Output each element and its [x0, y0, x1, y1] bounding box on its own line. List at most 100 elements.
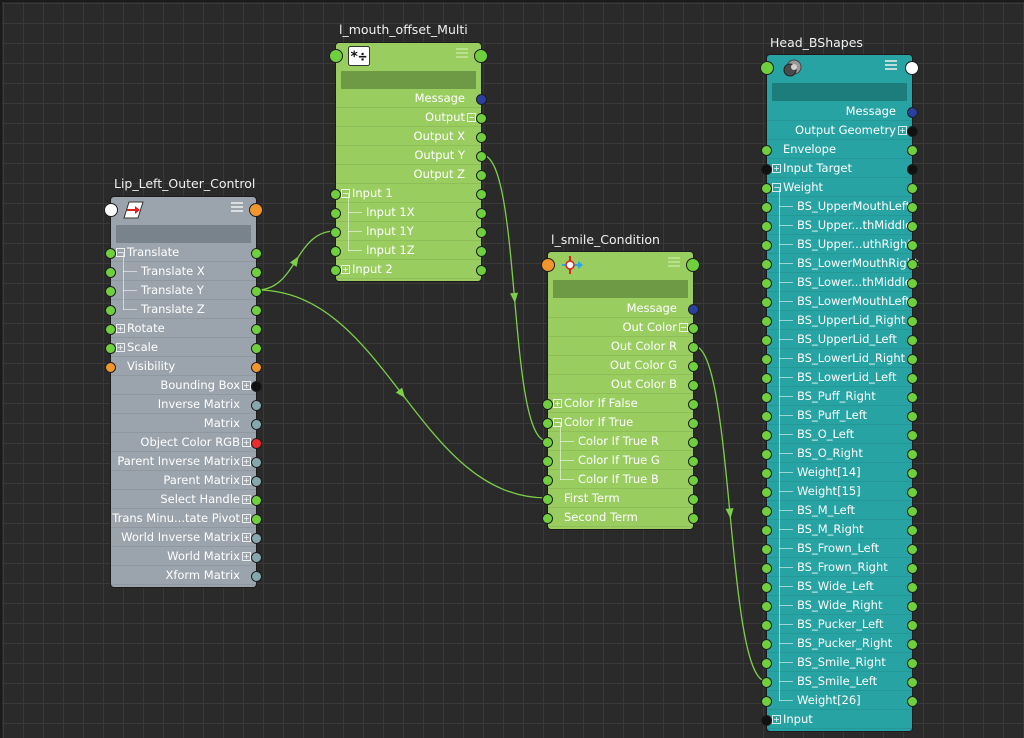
node-name-field[interactable] — [341, 71, 476, 89]
attribute-row[interactable]: Weight[14] — [761, 453, 918, 482]
output-plug[interactable] — [688, 323, 699, 334]
input-plug[interactable] — [105, 305, 116, 316]
input-plug[interactable] — [542, 418, 553, 429]
attribute-row[interactable]: BS_Upper...uthRight — [761, 225, 918, 254]
output-plug[interactable] — [907, 601, 918, 612]
node-output-plug[interactable] — [905, 61, 919, 75]
attribute-row[interactable]: Weight[15] — [761, 472, 918, 501]
output-plug[interactable] — [907, 468, 918, 479]
collapse-minus-icon[interactable]: − — [467, 113, 476, 122]
output-plug[interactable] — [907, 696, 918, 707]
attribute-row[interactable]: Translate Y — [105, 271, 262, 300]
attribute-row[interactable]: BS_Wide_Left — [761, 567, 918, 596]
input-plug[interactable] — [761, 430, 772, 441]
output-plug[interactable] — [907, 582, 918, 593]
attribute-row[interactable]: +Input — [761, 710, 912, 729]
expand-plus-icon[interactable]: + — [242, 552, 251, 561]
output-plug[interactable] — [251, 362, 262, 373]
input-plug[interactable] — [761, 639, 772, 650]
attribute-row[interactable]: −Input 1 — [330, 184, 487, 203]
output-plug[interactable] — [907, 430, 918, 441]
input-plug[interactable] — [761, 145, 772, 156]
output-plug[interactable] — [476, 94, 487, 105]
attribute-row[interactable]: Color If True B — [542, 460, 699, 489]
output-plug[interactable] — [907, 316, 918, 327]
input-plug[interactable] — [542, 437, 553, 448]
input-plug[interactable] — [761, 449, 772, 460]
attribute-row[interactable]: BS_Frown_Right — [761, 548, 918, 577]
input-plug[interactable] — [761, 677, 772, 688]
output-plug[interactable] — [907, 183, 918, 194]
attribute-row[interactable]: BS_LowerLid_Left — [761, 358, 918, 387]
attribute-row[interactable]: BS_Smile_Left — [761, 662, 918, 691]
attribute-row[interactable]: Color If True G — [542, 441, 699, 470]
node-menu-icon[interactable] — [668, 257, 680, 271]
attribute-row[interactable]: Message — [336, 89, 487, 108]
expand-plus-icon[interactable]: + — [772, 715, 781, 724]
collapse-minus-icon[interactable]: − — [679, 323, 688, 332]
attribute-row[interactable]: Output Z — [336, 165, 487, 184]
attribute-row[interactable]: +Parent Inverse Matrix — [111, 452, 262, 471]
input-plug[interactable] — [761, 582, 772, 593]
output-plug[interactable] — [907, 335, 918, 346]
expand-plus-icon[interactable]: + — [553, 399, 562, 408]
attribute-row[interactable]: Out Color R — [548, 337, 699, 356]
attribute-row[interactable]: −Output — [336, 108, 487, 127]
attribute-row[interactable]: Input 1Y — [330, 212, 487, 241]
input-plug[interactable] — [105, 286, 116, 297]
node-header[interactable] — [760, 55, 919, 80]
output-plug[interactable] — [688, 418, 699, 429]
attribute-row[interactable]: Output Y — [336, 146, 487, 165]
attribute-row[interactable]: +Input Target — [761, 159, 918, 178]
output-plug[interactable] — [688, 361, 699, 372]
attribute-row[interactable]: BS_M_Right — [761, 510, 918, 539]
attribute-row[interactable]: +Color If False — [542, 394, 699, 413]
node-menu-icon[interactable] — [231, 202, 243, 216]
expand-plus-icon[interactable]: + — [116, 324, 125, 333]
expand-plus-icon[interactable]: + — [242, 457, 251, 466]
output-plug[interactable] — [907, 620, 918, 631]
attribute-row[interactable]: BS_O_Left — [761, 415, 918, 444]
attribute-row[interactable]: Translate Z — [105, 290, 262, 319]
input-plug[interactable] — [761, 202, 772, 213]
output-plug[interactable] — [907, 411, 918, 422]
attribute-row[interactable]: BS_M_Left — [761, 491, 918, 520]
output-plug[interactable] — [251, 305, 262, 316]
node-header[interactable] — [104, 197, 263, 222]
input-plug[interactable] — [542, 513, 553, 524]
output-plug[interactable] — [688, 380, 699, 391]
input-plug[interactable] — [761, 259, 772, 270]
input-plug[interactable] — [761, 601, 772, 612]
input-plug[interactable] — [542, 494, 553, 505]
output-plug[interactable] — [251, 419, 262, 430]
attribute-row[interactable]: +Rotate — [105, 319, 262, 338]
attribute-row[interactable]: Inverse Matrix — [111, 395, 262, 414]
node-header[interactable]: *÷ — [329, 43, 488, 68]
attribute-row[interactable]: +Object Color RGB — [111, 433, 262, 452]
output-plug[interactable] — [907, 354, 918, 365]
output-plug[interactable] — [907, 221, 918, 232]
input-plug[interactable] — [761, 658, 772, 669]
output-plug[interactable] — [907, 392, 918, 403]
input-plug[interactable] — [761, 316, 772, 327]
output-plug[interactable] — [251, 533, 262, 544]
output-plug[interactable] — [907, 259, 918, 270]
attribute-row[interactable]: −Color If True — [542, 413, 699, 432]
input-plug[interactable] — [330, 227, 341, 238]
input-plug[interactable] — [761, 411, 772, 422]
attribute-row[interactable]: +Bounding Box — [111, 376, 262, 395]
output-plug[interactable] — [907, 107, 918, 118]
attribute-row[interactable]: Color If True R — [542, 422, 699, 451]
attribute-row[interactable]: Translate X — [105, 252, 262, 281]
input-plug[interactable] — [761, 392, 772, 403]
expand-plus-icon[interactable]: + — [242, 381, 251, 390]
output-plug[interactable] — [907, 639, 918, 650]
node-input-plug[interactable] — [104, 203, 118, 217]
expand-plus-icon[interactable]: + — [242, 533, 251, 542]
input-plug[interactable] — [761, 620, 772, 631]
attribute-row[interactable]: BS_O_Right — [761, 434, 918, 463]
input-plug[interactable] — [105, 267, 116, 278]
attribute-row[interactable]: Input 1X — [330, 193, 487, 222]
